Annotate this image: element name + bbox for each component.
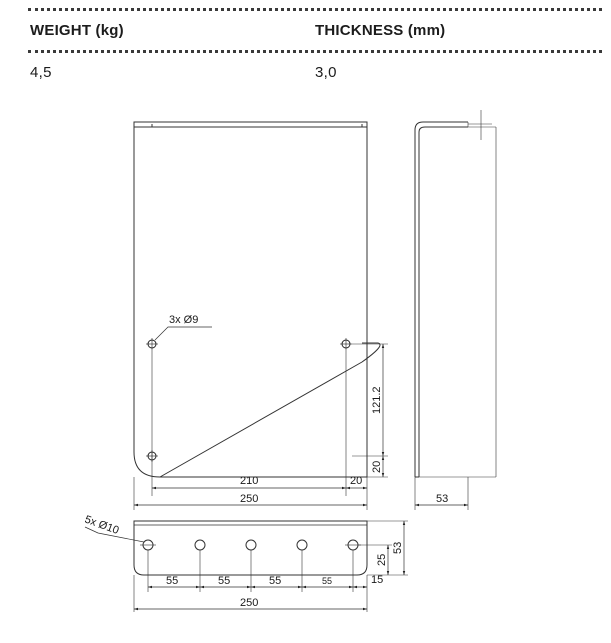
bottom-dim-pitch-1: 55: [166, 575, 178, 587]
front-view: [133, 121, 388, 510]
front-plate-outline: [133, 121, 368, 478]
front-hole: [146, 338, 158, 350]
front-dim-hole-spacing: 210: [240, 475, 258, 487]
side-profile-outer: [414, 121, 468, 477]
bottom-dim-pitch-2: 55: [218, 575, 230, 587]
side-dim-depth: 53: [436, 493, 448, 505]
bottom-dim-pitch-3: 55: [269, 575, 281, 587]
front-dim-width: 250: [240, 493, 258, 505]
bottom-dim-width: 250: [240, 597, 258, 609]
front-hole-callout: 3x Ø9: [169, 314, 198, 326]
weight-value: 4,5: [30, 64, 52, 81]
front-dim-vertical-spacing: 121.2: [371, 386, 383, 414]
side-profile-inner: [418, 126, 468, 477]
flange-hole: [296, 539, 308, 551]
front-dim-bottom-offset: 20: [371, 461, 383, 473]
thickness-label: THICKNESS (mm): [315, 22, 446, 39]
side-view: [414, 110, 497, 510]
flange-hole: [245, 539, 257, 551]
front-dim-edge-offset: 20: [350, 475, 362, 487]
brace-diagonal: [159, 342, 381, 478]
bottom-dim-pitch-4: 55: [322, 576, 332, 586]
weight-label: WEIGHT (kg): [30, 22, 124, 39]
bottom-view: [84, 520, 408, 612]
front-hole: [340, 338, 352, 350]
bottom-dim-flange-height: 53: [392, 542, 404, 554]
middle-divider: [28, 50, 602, 53]
thickness-value: 3,0: [315, 64, 337, 81]
bottom-dim-hole-height: 25: [376, 554, 388, 566]
bottom-dim-edge: 15: [371, 574, 383, 586]
flange-hole: [194, 539, 206, 551]
flange-outline: [133, 520, 368, 576]
top-divider: [28, 8, 602, 11]
